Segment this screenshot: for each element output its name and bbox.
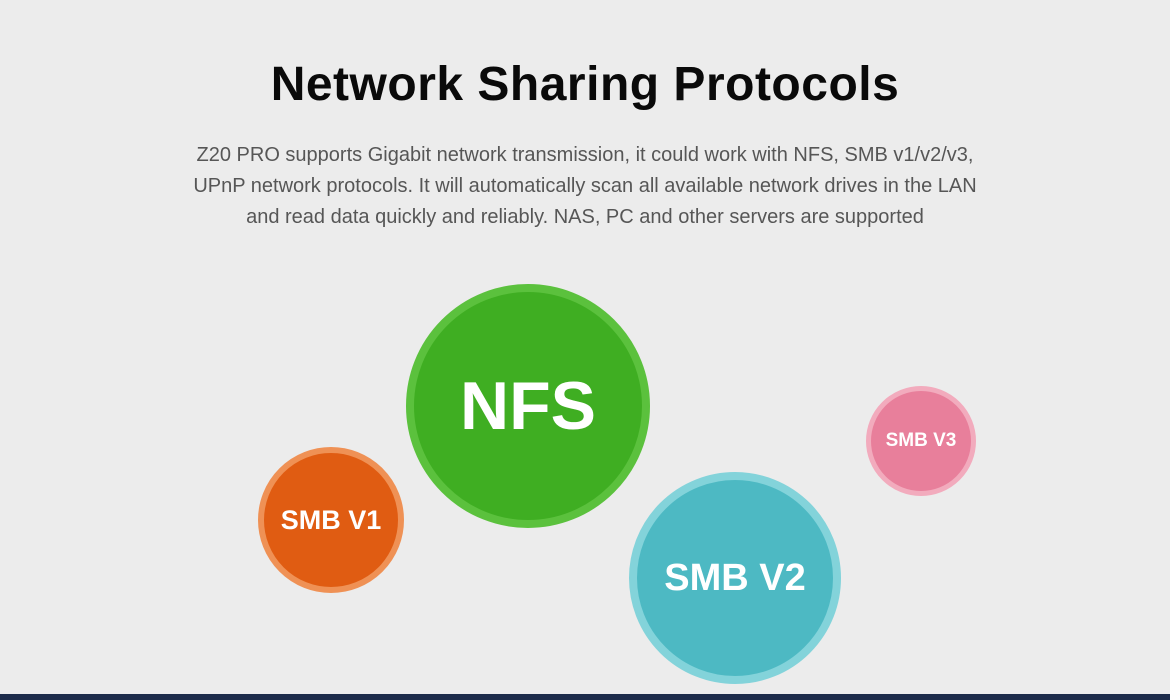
- smb-v1-bubble: SMB V1: [258, 447, 404, 593]
- smb-v2-bubble: SMB V2: [629, 472, 841, 684]
- smb-v3-bubble: SMB V3: [866, 386, 976, 496]
- description-line-1: Z20 PRO supports Gigabit network transmi…: [196, 144, 974, 167]
- smb-v3-bubble-label: SMB V3: [885, 430, 957, 451]
- page-title: Network Sharing Protocols: [270, 58, 900, 111]
- nfs-bubble: NFS: [406, 284, 650, 528]
- smb-v2-bubble-label: SMB V2: [664, 556, 806, 599]
- next-section-top-edge: [0, 694, 1170, 700]
- description-line-3: and read data quickly and reliably. NAS,…: [246, 206, 924, 229]
- description-line-2: UPnP network protocols. It will automati…: [193, 175, 977, 198]
- nfs-bubble-label: NFS: [460, 368, 596, 444]
- description: Z20 PRO supports Gigabit network transmi…: [0, 140, 1170, 233]
- smb-v1-bubble-label: SMB V1: [280, 504, 382, 535]
